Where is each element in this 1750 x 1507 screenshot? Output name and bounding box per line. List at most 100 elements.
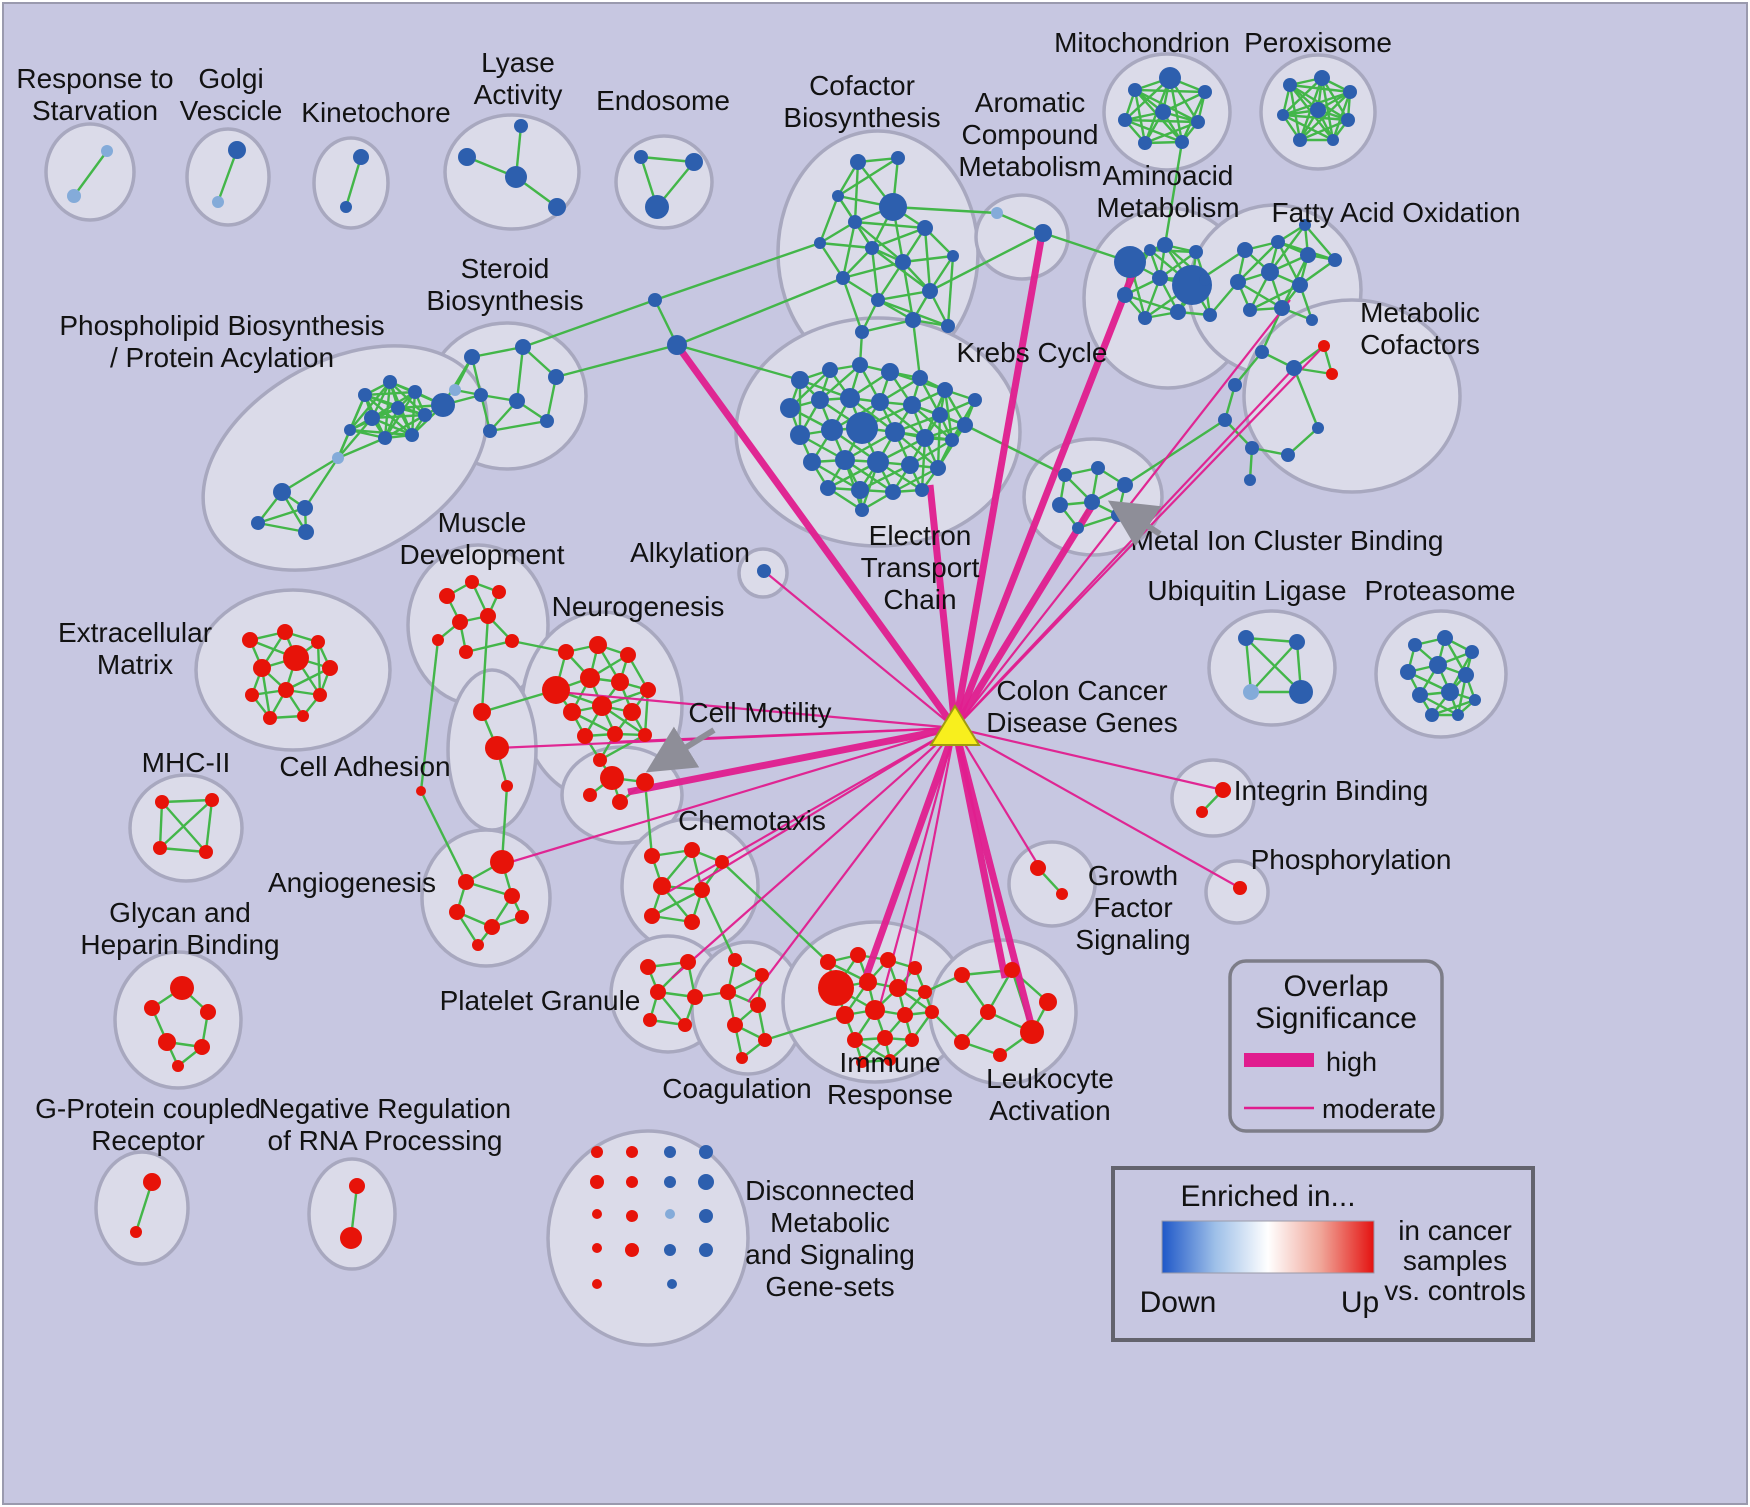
node-disconnected-gene-sets: [699, 1243, 713, 1257]
gene-set-edge: [854, 220, 926, 230]
node-angiogenesis: [484, 919, 500, 935]
node-phospholipid-biosynthesis: [251, 516, 265, 530]
node-electron-transport-chain: [791, 371, 809, 389]
node-endosome: [634, 150, 648, 164]
node-cofactor-biosynthesis: [850, 154, 866, 170]
node-angiogenesis: [490, 850, 514, 874]
node-neurogenesis: [542, 676, 570, 704]
gene-set-link: [964, 423, 1066, 477]
gene-set-link: [700, 889, 737, 961]
gene-set-edge: [842, 260, 904, 280]
label-coagulation: Coagulation: [662, 1073, 811, 1104]
node-neurogenesis: [638, 728, 652, 742]
label-integrin-binding: Integrin Binding: [1234, 775, 1429, 806]
label-chemotaxis: Chemotaxis: [678, 805, 826, 836]
node-platelet-granule: [680, 954, 696, 970]
node-disconnected-gene-sets: [664, 1244, 676, 1256]
node-metal-ion-cluster-binding: [1117, 477, 1133, 493]
node-metabolic-cofactors: [1245, 441, 1259, 455]
node-metal-ion-cluster-binding: [1058, 468, 1072, 482]
node-kinetochore: [353, 149, 369, 165]
label-mhc-ii: MHC-II: [142, 747, 231, 778]
hub-edge-moderate: [763, 570, 956, 729]
node-metabolic-cofactors: [1255, 345, 1269, 359]
gene-set-edge: [410, 391, 417, 436]
node-chemotaxis: [715, 855, 729, 869]
node-disconnected-gene-sets: [592, 1243, 602, 1253]
node-negative-regulation-rna: [340, 1227, 362, 1249]
node-proteasome: [1425, 708, 1439, 722]
node-proteasome: [1441, 683, 1459, 701]
gene-set-edge: [1237, 241, 1279, 283]
node-angiogenesis: [458, 874, 474, 890]
gene-set-link: [511, 639, 567, 654]
gene-set-link: [1124, 418, 1226, 487]
node-electron-transport-chain: [968, 393, 982, 407]
node-electron-transport-chain: [901, 456, 919, 474]
node-immune-response: [877, 1030, 893, 1046]
label-cofactor-biosynthesis: Biosynthesis: [783, 102, 940, 133]
node-phospholipid-biosynthesis: [431, 393, 455, 417]
node-leukocyte-activation: [954, 1034, 970, 1050]
node-immune-response: [884, 1054, 896, 1066]
node-neurogenesis: [623, 703, 641, 721]
label-muscle-development: Muscle: [438, 507, 527, 538]
label-disconnected-gene-sets: Metabolic: [770, 1207, 890, 1238]
node-coagulation: [736, 1052, 748, 1064]
gene-set-edge: [159, 846, 207, 854]
node-lyase-activity: [505, 166, 527, 188]
node-glycan-heparin-binding: [170, 976, 194, 1000]
node-leukocyte-activation: [993, 1048, 1007, 1062]
node-neurogenesis: [640, 682, 656, 698]
node-metal-ion-cluster-binding: [1052, 497, 1068, 513]
node-disconnected-gene-sets: [626, 1146, 638, 1158]
node-electron-transport-chain: [937, 382, 953, 398]
label-phospholipid-biosynthesis: / Protein Acylation: [110, 342, 334, 373]
node-cofactor-biosynthesis: [832, 190, 844, 202]
node-mhc-ii: [199, 845, 213, 859]
node-disconnected-gene-sets: [699, 1209, 713, 1223]
node-neurogenesis: [563, 703, 581, 721]
node-fatty-acid-oxidation: [1237, 242, 1253, 258]
node-disconnected-gene-sets: [592, 1279, 602, 1289]
node-integrin-binding: [1215, 782, 1231, 798]
node-phospholipid-biosynthesis: [391, 401, 405, 415]
node-metabolic-cofactors: [1244, 474, 1256, 486]
node-proteasome: [1452, 709, 1464, 721]
layer-hub: [496, 233, 1325, 1029]
node-extracellular-matrix: [311, 635, 325, 649]
node-immune-response: [908, 961, 922, 975]
hub-edge-high: [951, 727, 1036, 1029]
gene-set-link: [480, 615, 490, 713]
node-neurogenesis: [593, 753, 607, 767]
node-metal-ion-cluster-binding: [1084, 494, 1100, 510]
node-coagulation: [728, 953, 742, 967]
gene-set-edge: [901, 261, 915, 321]
node-coagulation: [755, 968, 769, 982]
node-fatty-acid-oxidation: [1328, 253, 1342, 267]
gene-set-edge: [854, 221, 904, 263]
hub-edge-high: [627, 724, 956, 796]
node-cofactor-biosynthesis: [836, 271, 850, 285]
node-electron-transport-chain: [932, 407, 948, 423]
node-phospholipid-biosynthesis: [378, 431, 392, 445]
label-growth-factor-signaling: Signaling: [1075, 924, 1190, 955]
gene-set-edge: [159, 799, 213, 849]
gene-set-edge: [1250, 641, 1298, 693]
label-disconnected-gene-sets: Gene-sets: [765, 1271, 894, 1302]
gene-set-link: [643, 781, 654, 857]
gene-set-link: [654, 241, 821, 302]
node-aminoacid-metabolism: [1144, 244, 1156, 256]
node-electron-transport-chain: [957, 417, 973, 433]
node-platelet-granule: [650, 984, 666, 1000]
node-extracellular-matrix: [245, 688, 259, 702]
label-aminoacid-metabolism: Aminoacid: [1103, 160, 1234, 191]
node-ubiquitin-ligase: [1243, 684, 1259, 700]
label-ubiquitin-ligase: Ubiquitin Ligase: [1147, 575, 1346, 606]
node-coagulation: [758, 1033, 772, 1047]
node-fatty-acid-oxidation: [1299, 219, 1311, 231]
gene-set-edge: [841, 221, 857, 279]
node-extracellular-matrix: [313, 688, 327, 702]
node-electron-transport-chain: [822, 362, 838, 378]
